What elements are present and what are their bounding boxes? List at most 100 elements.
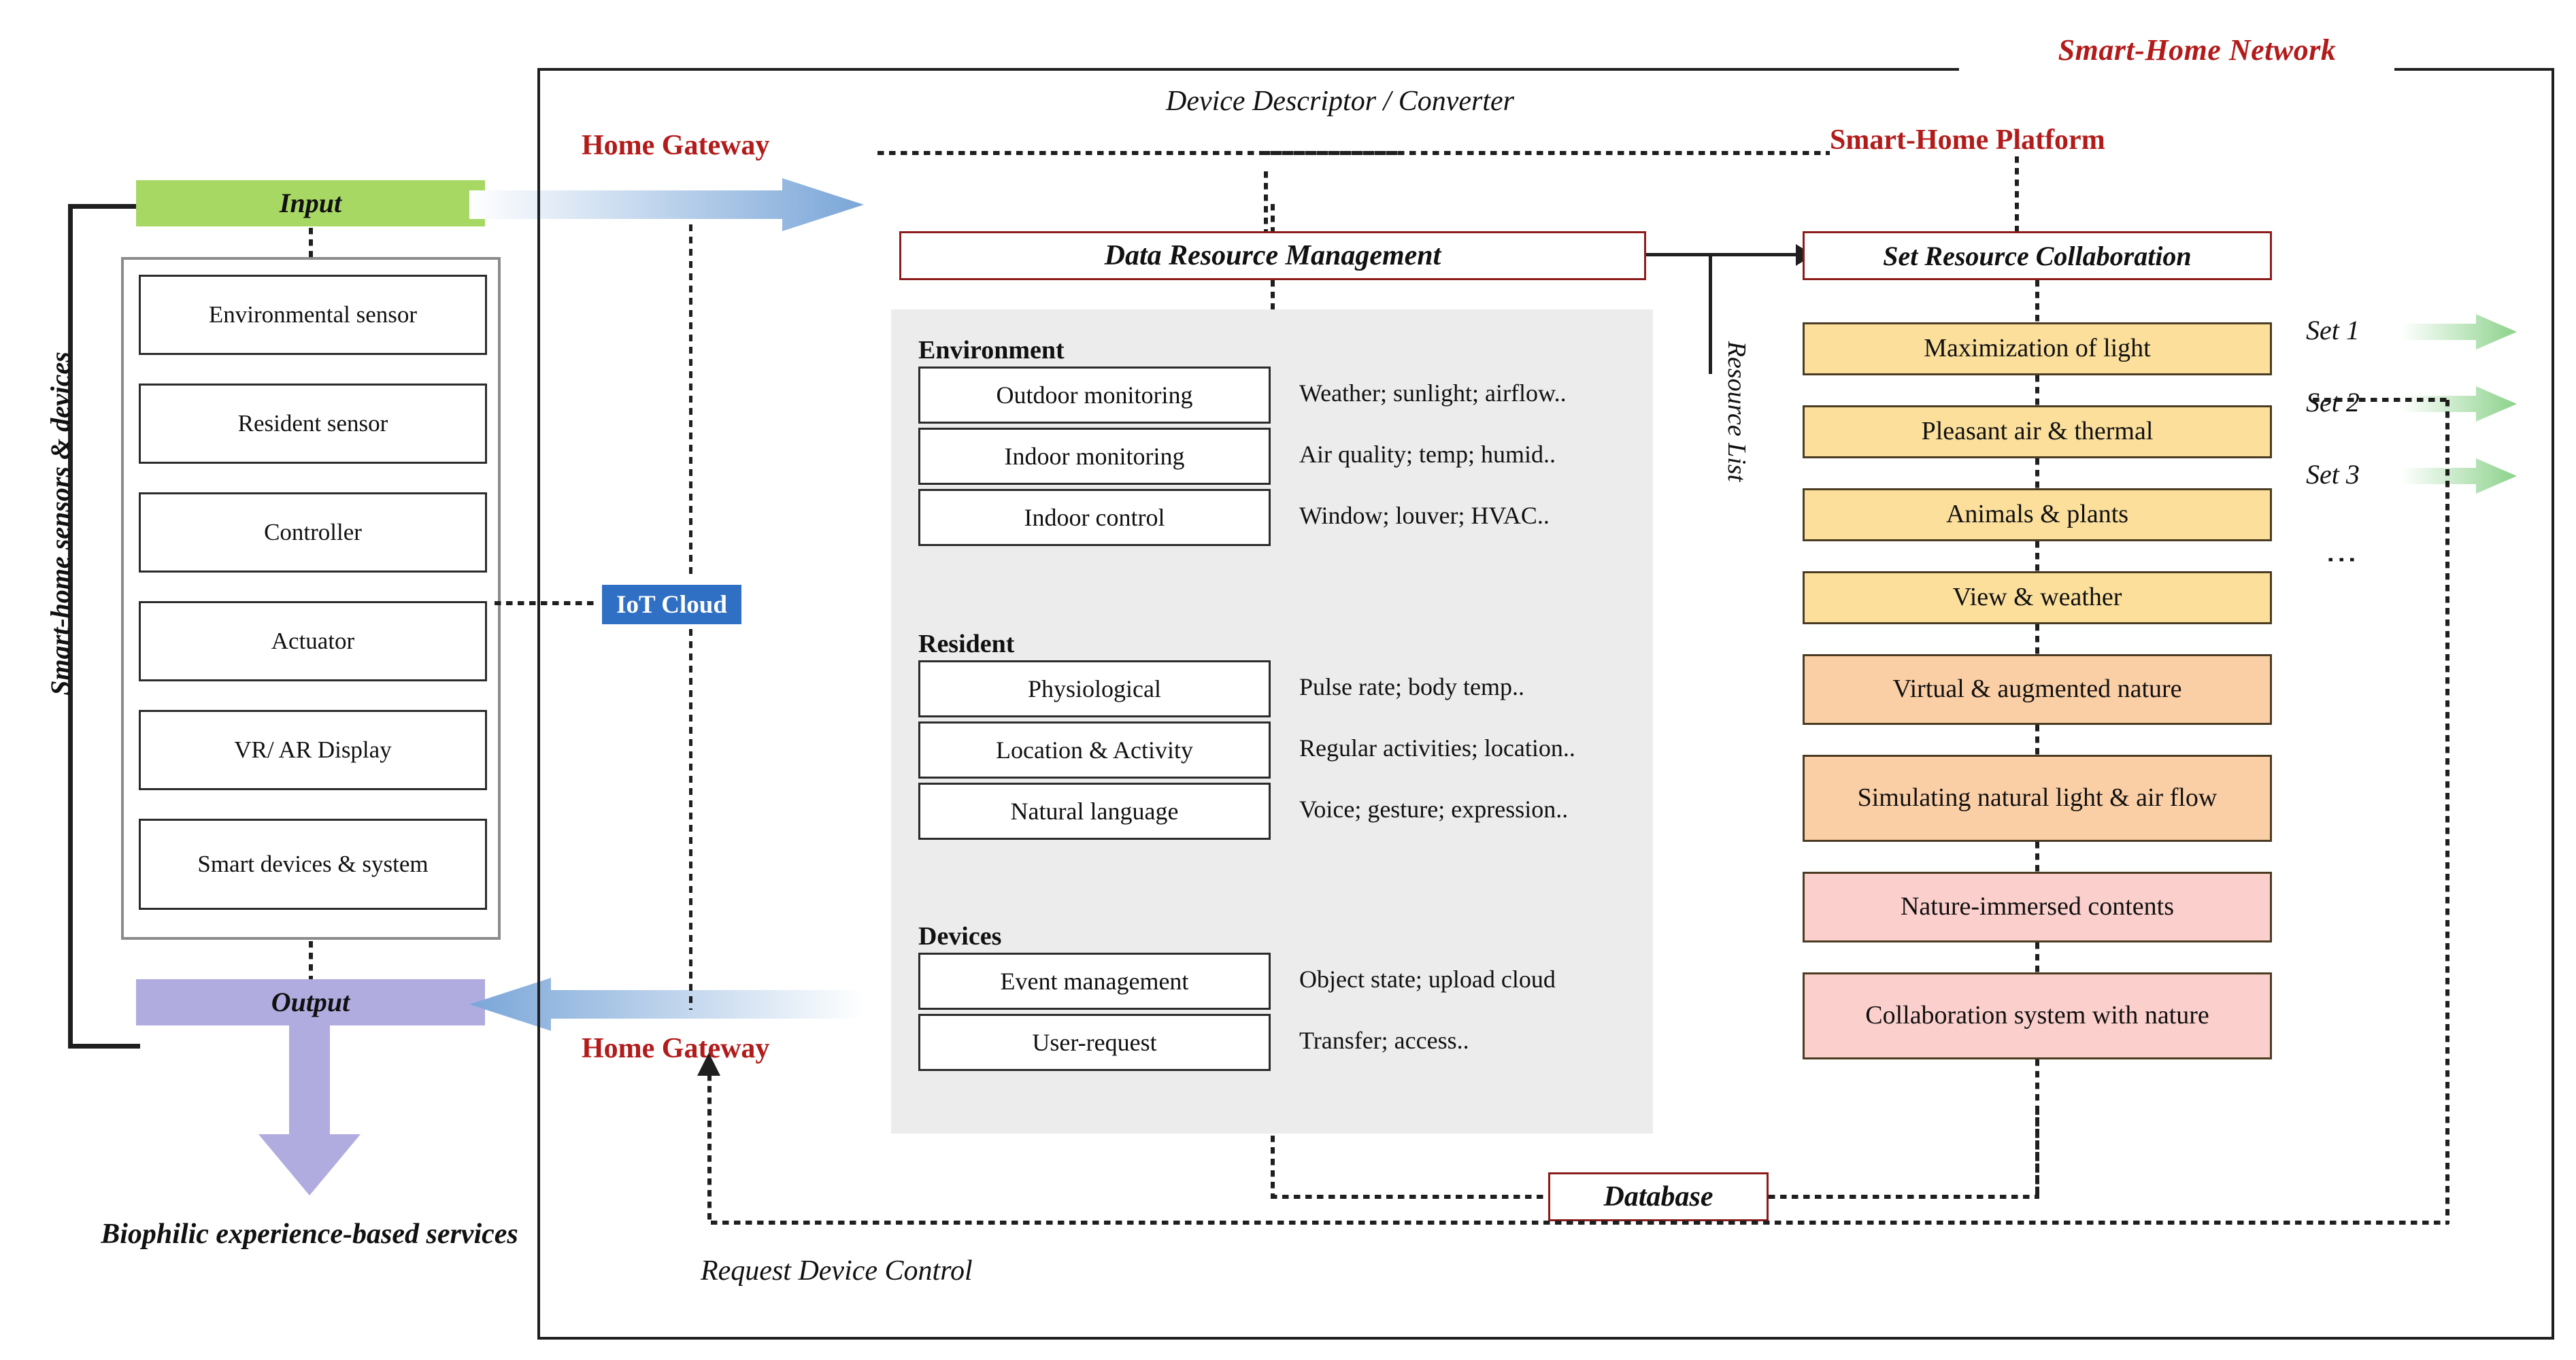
group-title-resident: Resident — [918, 630, 1015, 658]
input-label: Input — [279, 188, 342, 218]
right-connector-5 — [2035, 725, 2039, 755]
group-title-devices: Devices — [918, 922, 1002, 951]
set-tag-2: Set 2 — [2306, 387, 2360, 418]
set2-branch-horizontal — [2313, 398, 2449, 402]
iot-cloud-label: IoT Cloud — [616, 590, 727, 619]
frame-title-gap — [1959, 42, 2394, 95]
desc-physiological: Pulse rate; body temp.. — [1299, 673, 1524, 700]
device-descriptor-label: Device Descriptor / Converter — [1165, 86, 1515, 117]
sensor-item-smart-devices[interactable]: Smart devices & system — [139, 819, 487, 910]
resource-panel: Environment Outdoor monitoring Weather; … — [891, 309, 1653, 1134]
request-device-control-label: Request Device Control — [701, 1255, 973, 1287]
output-flow-arrow — [469, 978, 864, 1031]
database-label: Database — [1603, 1181, 1713, 1212]
output-label: Output — [271, 987, 350, 1017]
drm-up-connector — [1271, 204, 1275, 233]
request-return-vertical — [707, 1074, 712, 1223]
drm-down-connector — [1271, 280, 1275, 322]
database-right-vertical — [2035, 1108, 2039, 1198]
database-left-connector — [1271, 1195, 1550, 1199]
group-title-environment: Environment — [918, 336, 1065, 364]
set-resource-collaboration-label: Set Resource Collaboration — [1883, 240, 2192, 271]
smart-home-network-frame — [537, 68, 2554, 1340]
right-connector-7 — [2035, 942, 2039, 972]
resource-list-vertical — [1709, 253, 1712, 374]
category-physiological[interactable]: Physiological — [918, 660, 1271, 717]
right-connector-0 — [2035, 280, 2039, 322]
set2-branch-vertical — [2445, 400, 2449, 1224]
sensor-panel: Environmental sensor Resident sensor Con… — [121, 257, 501, 940]
set-arrow-2-icon — [2401, 386, 2517, 422]
right-connector-3 — [2035, 541, 2039, 571]
iot-cloud-connector-down — [689, 629, 692, 1010]
services-label: Biophilic experience-based services — [101, 1219, 518, 1250]
set-box-pleasant-air-thermal[interactable]: Pleasant air & thermal — [1803, 405, 2272, 458]
desc-event-management: Object state; upload cloud — [1299, 966, 1556, 993]
category-user-request[interactable]: User-request — [918, 1014, 1271, 1071]
sensor-item-resident[interactable]: Resident sensor — [139, 384, 487, 464]
descriptor-branch-connector — [1264, 151, 1400, 155]
set-box-maximization-of-light[interactable]: Maximization of light — [1803, 322, 2272, 375]
input-flow-arrow — [469, 178, 864, 231]
data-resource-management-label: Data Resource Management — [1104, 240, 1441, 271]
desc-location-activity: Regular activities; location.. — [1299, 734, 1575, 762]
category-natural-language[interactable]: Natural language — [918, 783, 1271, 840]
database-box[interactable]: Database — [1548, 1172, 1769, 1221]
desc-user-request: Transfer; access.. — [1299, 1027, 1469, 1054]
sensor-item-actuator[interactable]: Actuator — [139, 601, 487, 681]
request-return-horizontal — [711, 1221, 2449, 1225]
set-tag-3: Set 3 — [2306, 459, 2360, 490]
output-down-arrow — [258, 1025, 361, 1195]
set-arrow-3-icon — [2401, 458, 2517, 494]
database-up-connector — [1271, 1136, 1275, 1198]
set-resource-collaboration-box[interactable]: Set Resource Collaboration — [1803, 231, 2272, 280]
desc-natural-language: Voice; gesture; expression.. — [1299, 796, 1569, 823]
desc-indoor-monitoring: Air quality; temp; humid.. — [1299, 441, 1556, 468]
resource-list-label: Resource List — [1722, 341, 1751, 482]
input-to-panel-connector — [309, 228, 313, 258]
right-connector-4 — [2035, 624, 2039, 654]
left-bracket-vertical — [68, 204, 73, 1049]
sensor-item-environmental[interactable]: Environmental sensor — [139, 275, 487, 355]
left-bracket-top — [68, 204, 140, 209]
right-connector-2 — [2035, 458, 2039, 488]
category-event-management[interactable]: Event management — [918, 953, 1271, 1010]
right-connector-1 — [2035, 375, 2039, 405]
database-right-connector — [1769, 1195, 2039, 1199]
set-box-animals-plants[interactable]: Animals & plants — [1803, 488, 2272, 541]
sensor-item-vr-ar-display[interactable]: VR/ AR Display — [139, 710, 487, 790]
category-location-activity[interactable]: Location & Activity — [918, 721, 1271, 779]
vertical-ellipsis-icon: ⋮ — [2324, 544, 2360, 575]
desc-indoor-control: Window; louver; HVAC.. — [1299, 502, 1550, 529]
smart-home-platform-label: Smart-Home Platform — [1830, 124, 2105, 156]
home-gateway-top-label: Home Gateway — [582, 130, 770, 161]
panel-to-output-connector — [309, 941, 313, 979]
set-box-view-weather[interactable]: View & weather — [1803, 571, 2272, 624]
set-arrow-1-icon — [2401, 314, 2517, 350]
category-indoor-monitoring[interactable]: Indoor monitoring — [918, 428, 1271, 485]
left-bracket-bottom — [68, 1044, 140, 1049]
iot-cloud-badge[interactable]: IoT Cloud — [602, 585, 741, 624]
set-box-virtual-augmented-nature[interactable]: Virtual & augmented nature — [1803, 654, 2272, 725]
input-box[interactable]: Input — [136, 180, 485, 226]
output-box[interactable]: Output — [136, 979, 485, 1025]
set-box-collaboration-system-with-nature[interactable]: Collaboration system with nature — [1803, 972, 2272, 1059]
request-return-arrow-icon — [697, 1053, 720, 1076]
iot-cloud-connector-up — [689, 224, 692, 578]
platform-down-connector — [2015, 156, 2019, 245]
resource-list-horizontal — [1646, 253, 1803, 256]
desc-outdoor-monitoring: Weather; sunlight; airflow.. — [1299, 379, 1567, 407]
page-title: Smart-Home Network — [2058, 33, 2337, 67]
right-connector-6 — [2035, 842, 2039, 872]
set-box-nature-immersed-contents[interactable]: Nature-immersed contents — [1803, 872, 2272, 942]
set-box-simulating-natural-light-air-flow[interactable]: Simulating natural light & air flow — [1803, 755, 2272, 842]
category-indoor-control[interactable]: Indoor control — [918, 489, 1271, 546]
category-outdoor-monitoring[interactable]: Outdoor monitoring — [918, 367, 1271, 424]
data-resource-management-box[interactable]: Data Resource Management — [899, 231, 1646, 280]
sensor-item-controller[interactable]: Controller — [139, 492, 487, 573]
home-gateway-bottom-label: Home Gateway — [582, 1033, 770, 1064]
descriptor-down-connector — [1264, 171, 1268, 239]
side-label: Smart-home sensors & devices — [45, 352, 76, 696]
set-tag-1: Set 1 — [2306, 315, 2360, 345]
iot-cloud-connector-left — [495, 601, 597, 605]
